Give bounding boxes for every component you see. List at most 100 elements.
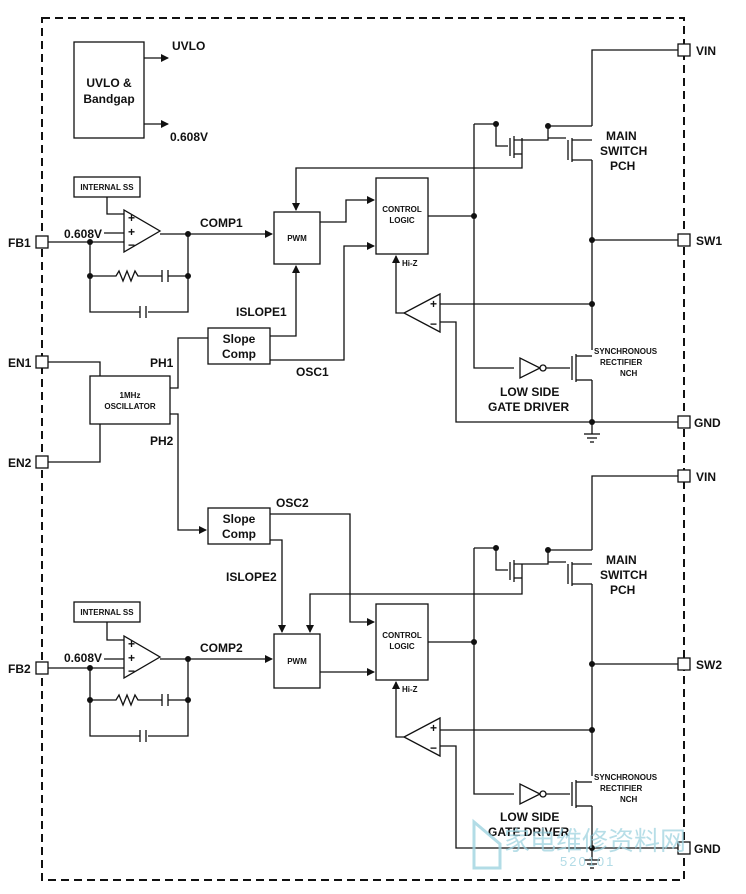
en1-label: EN1 bbox=[8, 356, 32, 370]
ch2-main-switch-line1: MAIN bbox=[606, 553, 637, 567]
svg-text:−: − bbox=[128, 664, 135, 678]
uvlo-output-label: UVLO bbox=[172, 39, 205, 53]
ch1-zero-cross-comparator bbox=[402, 292, 441, 334]
ph2-label: PH2 bbox=[150, 434, 174, 448]
ch2-control-logic-block bbox=[375, 603, 429, 681]
ch1-sync-rect-line3: NCH bbox=[620, 369, 638, 378]
ic-boundary bbox=[41, 17, 685, 881]
ch1-pwm-block bbox=[273, 211, 321, 265]
ch2-internal-ss-label: INTERNAL SS bbox=[80, 608, 134, 617]
ch1-internal-ss-label: INTERNAL SS bbox=[80, 183, 134, 192]
vin2-pin bbox=[677, 469, 691, 483]
ch2-main-switch-line2: SWITCH bbox=[600, 568, 647, 582]
ch1-islope-label: ISLOPE1 bbox=[236, 305, 287, 319]
gnd2-label: GND bbox=[694, 842, 721, 856]
ch2-main-switch-pch bbox=[495, 547, 592, 586]
ch2-slope-comp-block bbox=[207, 507, 271, 545]
gnd1-label: GND bbox=[694, 416, 721, 430]
oscillator-block: 1MHz OSCILLATOR PH1 PH2 bbox=[48, 337, 208, 534]
ch1-control-logic-line2: LOGIC bbox=[389, 216, 415, 225]
ch1-low-side-line2: GATE DRIVER bbox=[488, 400, 569, 414]
ch1-slope-comp-block bbox=[207, 327, 271, 365]
channel-2: INTERNAL SS + + − 0.608V COMP2 PWM Slope… bbox=[48, 475, 678, 869]
left-pins: FB1 EN1 EN2 FB2 bbox=[8, 235, 49, 676]
ch2-low-side-line2: GATE DRIVER bbox=[488, 825, 569, 839]
svg-text:+: + bbox=[128, 211, 135, 225]
ch1-comp-label: COMP1 bbox=[200, 216, 243, 230]
ch1-osc-label: OSC1 bbox=[296, 365, 329, 379]
en1-pin bbox=[35, 355, 49, 369]
oscillator-line2: OSCILLATOR bbox=[104, 402, 155, 411]
vin1-pin bbox=[677, 43, 691, 57]
fb2-pin bbox=[35, 661, 49, 675]
watermark-sub: 520101 bbox=[560, 854, 615, 869]
ch1-pwm-label: PWM bbox=[287, 234, 307, 243]
ch1-main-switch-line1: MAIN bbox=[606, 129, 637, 143]
fb1-pin bbox=[35, 235, 49, 249]
ch2-pwm-block bbox=[273, 633, 321, 689]
ch2-ref-label: 0.608V bbox=[64, 651, 102, 665]
ch2-gate-driver-buffer bbox=[519, 782, 542, 806]
ch1-sync-rect-line2: RECTIFIER bbox=[600, 358, 642, 367]
sw2-label: SW2 bbox=[696, 658, 722, 672]
svg-text:+: + bbox=[128, 225, 135, 239]
fb2-label: FB2 bbox=[8, 662, 31, 676]
uvlo-block-line2: Bandgap bbox=[83, 92, 134, 106]
ch1-control-logic-line1: CONTROL bbox=[382, 205, 422, 214]
ch2-pwm-label: PWM bbox=[287, 657, 307, 666]
ch2-sync-rect-line2: RECTIFIER bbox=[600, 784, 642, 793]
ch2-comp-label: COMP2 bbox=[200, 641, 243, 655]
ch1-slope-comp-line2: Comp bbox=[222, 347, 256, 361]
uvlo-block-line1: UVLO & bbox=[86, 76, 132, 90]
ch2-zero-cross-comparator bbox=[402, 716, 441, 758]
ch1-main-switch-pch bbox=[495, 123, 592, 162]
svg-text:−: − bbox=[430, 741, 437, 755]
ch1-control-logic-block bbox=[375, 177, 429, 255]
uvlo-bandgap-block: UVLO & Bandgap UVLO 0.608V bbox=[73, 39, 208, 144]
right-pins: VIN SW1 GND VIN SW2 GND bbox=[677, 43, 722, 856]
ch1-low-side-line1: LOW SIDE bbox=[500, 385, 559, 399]
vin2-label: VIN bbox=[696, 470, 716, 484]
sw2-pin bbox=[677, 657, 691, 671]
ch2-error-amplifier bbox=[123, 634, 162, 680]
gnd1-pin bbox=[677, 415, 691, 429]
ch1-gate-driver-buffer bbox=[519, 356, 542, 380]
ch2-slope-comp-line1: Slope bbox=[223, 512, 256, 526]
vin1-label: VIN bbox=[696, 44, 716, 58]
watermark-text: 家电维修资料网 bbox=[504, 826, 686, 856]
ch2-hiz-label: Hi-Z bbox=[402, 685, 418, 694]
svg-text:+: + bbox=[430, 297, 437, 311]
ch1-hiz-label: Hi-Z bbox=[402, 259, 418, 268]
ch2-islope-label: ISLOPE2 bbox=[226, 570, 277, 584]
bandgap-output-label: 0.608V bbox=[170, 130, 208, 144]
ch2-osc-label: OSC2 bbox=[276, 496, 309, 510]
ch2-sync-rect-line1: SYNCHRONOUS bbox=[594, 773, 658, 782]
sw1-label: SW1 bbox=[696, 234, 722, 248]
en2-label: EN2 bbox=[8, 456, 32, 470]
svg-text:+: + bbox=[430, 721, 437, 735]
ch1-error-amplifier bbox=[123, 208, 162, 254]
oscillator-line1: 1MHz bbox=[120, 391, 141, 400]
svg-text:+: + bbox=[128, 651, 135, 665]
ch1-main-switch-line3: PCH bbox=[610, 159, 635, 173]
ch2-slope-comp-line2: Comp bbox=[222, 527, 256, 541]
watermark: 家电维修资料网 520101 bbox=[472, 818, 686, 870]
svg-text:+: + bbox=[128, 637, 135, 651]
ch2-sync-rect-line3: NCH bbox=[620, 795, 638, 804]
ch1-main-switch-line2: SWITCH bbox=[600, 144, 647, 158]
sw1-pin bbox=[677, 233, 691, 247]
fb1-label: FB1 bbox=[8, 236, 31, 250]
ch2-control-logic-line1: CONTROL bbox=[382, 631, 422, 640]
ch1-slope-comp-line1: Slope bbox=[223, 332, 256, 346]
ph1-label: PH1 bbox=[150, 356, 174, 370]
en2-pin bbox=[35, 455, 49, 469]
ch2-low-side-line1: LOW SIDE bbox=[500, 810, 559, 824]
channel-1: INTERNAL SS + + − 0.608V COMP1 PWM Slope… bbox=[48, 49, 678, 443]
ch1-sync-rect-line1: SYNCHRONOUS bbox=[594, 347, 658, 356]
ch2-main-switch-line3: PCH bbox=[610, 583, 635, 597]
svg-text:−: − bbox=[430, 317, 437, 331]
ch1-ref-label: 0.608V bbox=[64, 227, 102, 241]
ch2-control-logic-line2: LOGIC bbox=[389, 642, 415, 651]
svg-text:−: − bbox=[128, 238, 135, 252]
